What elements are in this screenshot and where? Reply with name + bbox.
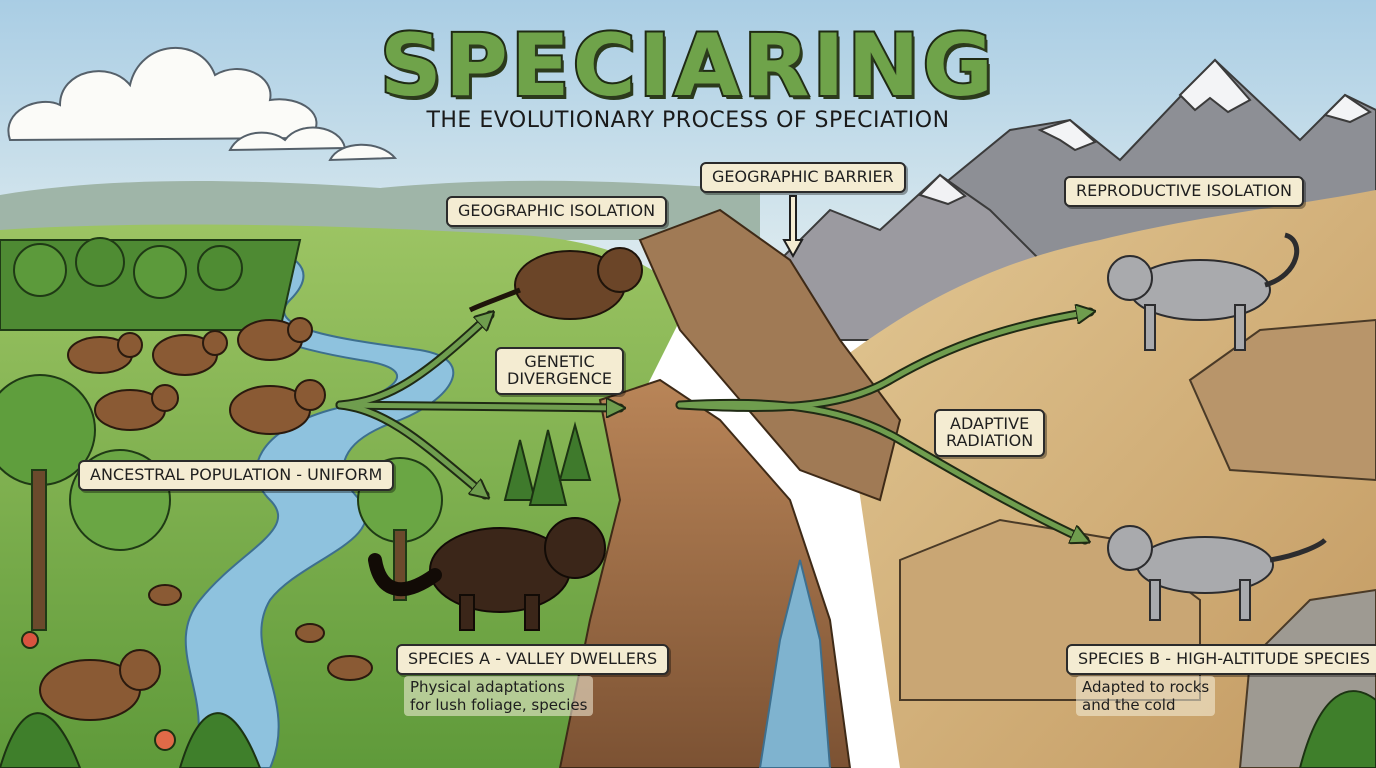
label-adaptive-radiation: ADAPTIVE RADIATION [934, 409, 1045, 457]
label-species-b: SPECIES B - HIGH-ALTITUDE SPECIES [1066, 644, 1376, 675]
label-geographic-isolation: GEOGRAPHIC ISOLATION [446, 196, 667, 227]
species-b-note-line-2: and the cold [1082, 696, 1209, 714]
species-a-note-line-2: for lush foliage, species [410, 696, 587, 714]
label-geographic-barrier: GEOGRAPHIC BARRIER [700, 162, 906, 193]
species-b-description: Adapted to rocks and the cold [1076, 676, 1215, 716]
page-subtitle: THE EVOLUTIONARY PROCESS OF SPECIATION [0, 108, 1376, 133]
adaptive-radiation-line-2: RADIATION [946, 433, 1033, 450]
species-a-note-line-1: Physical adaptations [410, 678, 587, 696]
label-species-a: SPECIES A - VALLEY DWELLERS [396, 644, 669, 675]
label-reproductive-isolation: REPRODUCTIVE ISOLATION [1064, 176, 1304, 207]
page-title: SPECIARING [0, 16, 1376, 116]
label-genetic-divergence: GENETIC DIVERGENCE [495, 347, 624, 395]
species-a-description: Physical adaptations for lush foliage, s… [404, 676, 593, 716]
genetic-divergence-line-2: DIVERGENCE [507, 371, 612, 388]
label-ancestral-population: ANCESTRAL POPULATION - UNIFORM [78, 460, 394, 491]
species-b-note-line-1: Adapted to rocks [1082, 678, 1209, 696]
